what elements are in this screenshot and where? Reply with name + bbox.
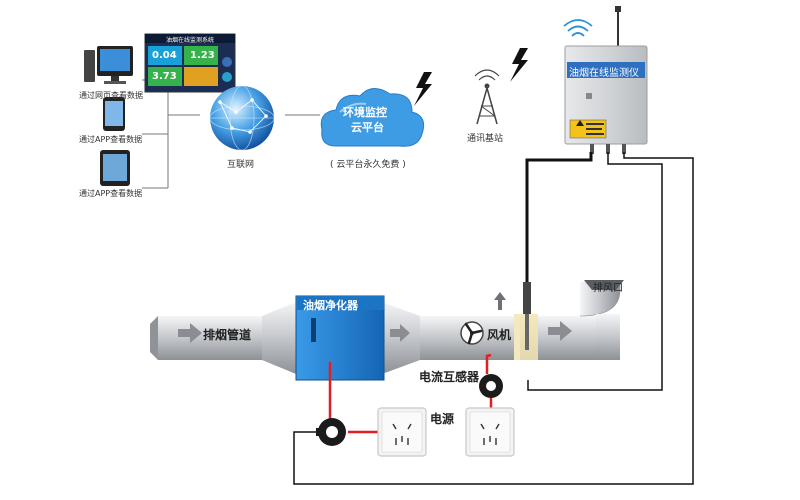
monitor-cables	[293, 152, 694, 485]
dashboard-value-3: 3.73	[152, 71, 177, 82]
power-label: 电源	[430, 412, 455, 426]
cloud-title-line1: 环境监控	[343, 106, 387, 119]
fan-icon	[460, 321, 484, 345]
base-station-tower-icon	[474, 69, 500, 125]
signal-lightning-icon-2	[510, 48, 528, 82]
viewer-tablet-label: 通过APP查看数据	[79, 189, 143, 198]
dashboard-screen	[144, 33, 236, 93]
fan-label: 风机	[487, 328, 512, 342]
cloud-caption: ( 云平台永久免费 )	[330, 160, 406, 170]
power-socket-2	[465, 407, 515, 457]
up-arrow	[494, 292, 506, 310]
sampling-probe	[514, 282, 538, 360]
viewer-web-label: 通过网页查看数据	[79, 91, 143, 100]
tablet-icon	[100, 150, 130, 186]
internet-globe-icon	[209, 85, 275, 151]
purifier-label: 油烟净化器	[303, 299, 358, 312]
viewer-phone-label: 通过APP查看数据	[79, 135, 143, 144]
cloud-platform-icon	[320, 88, 425, 147]
dashboard-value-1: 0.04	[152, 50, 177, 61]
current-sensor-2	[479, 374, 503, 398]
desktop-computer-icon	[84, 46, 133, 84]
dashboard-title: 油烟在线监测系统	[165, 37, 214, 44]
base-station-label: 通讯基站	[467, 134, 504, 144]
smartphone-icon	[103, 97, 125, 131]
power-socket-1	[377, 407, 427, 457]
cloud-title-line2: 云平台	[351, 121, 384, 134]
flow-arrows	[178, 292, 572, 343]
dashboard-value-2: 1.23	[190, 50, 215, 61]
oil-fume-monitor-device	[563, 6, 648, 154]
current-sensor-1	[316, 418, 346, 446]
internet-label: 互联网	[227, 160, 255, 170]
signal-lightning-icon	[414, 72, 432, 106]
exhaust-outlet-label: 排风口	[593, 283, 623, 294]
current-sensor-label: 电流互感器	[419, 370, 480, 384]
monitor-title: 油烟在线监测仪	[569, 68, 639, 79]
oil-fume-purifier	[295, 295, 385, 381]
duct-label: 排烟管道	[203, 328, 252, 342]
